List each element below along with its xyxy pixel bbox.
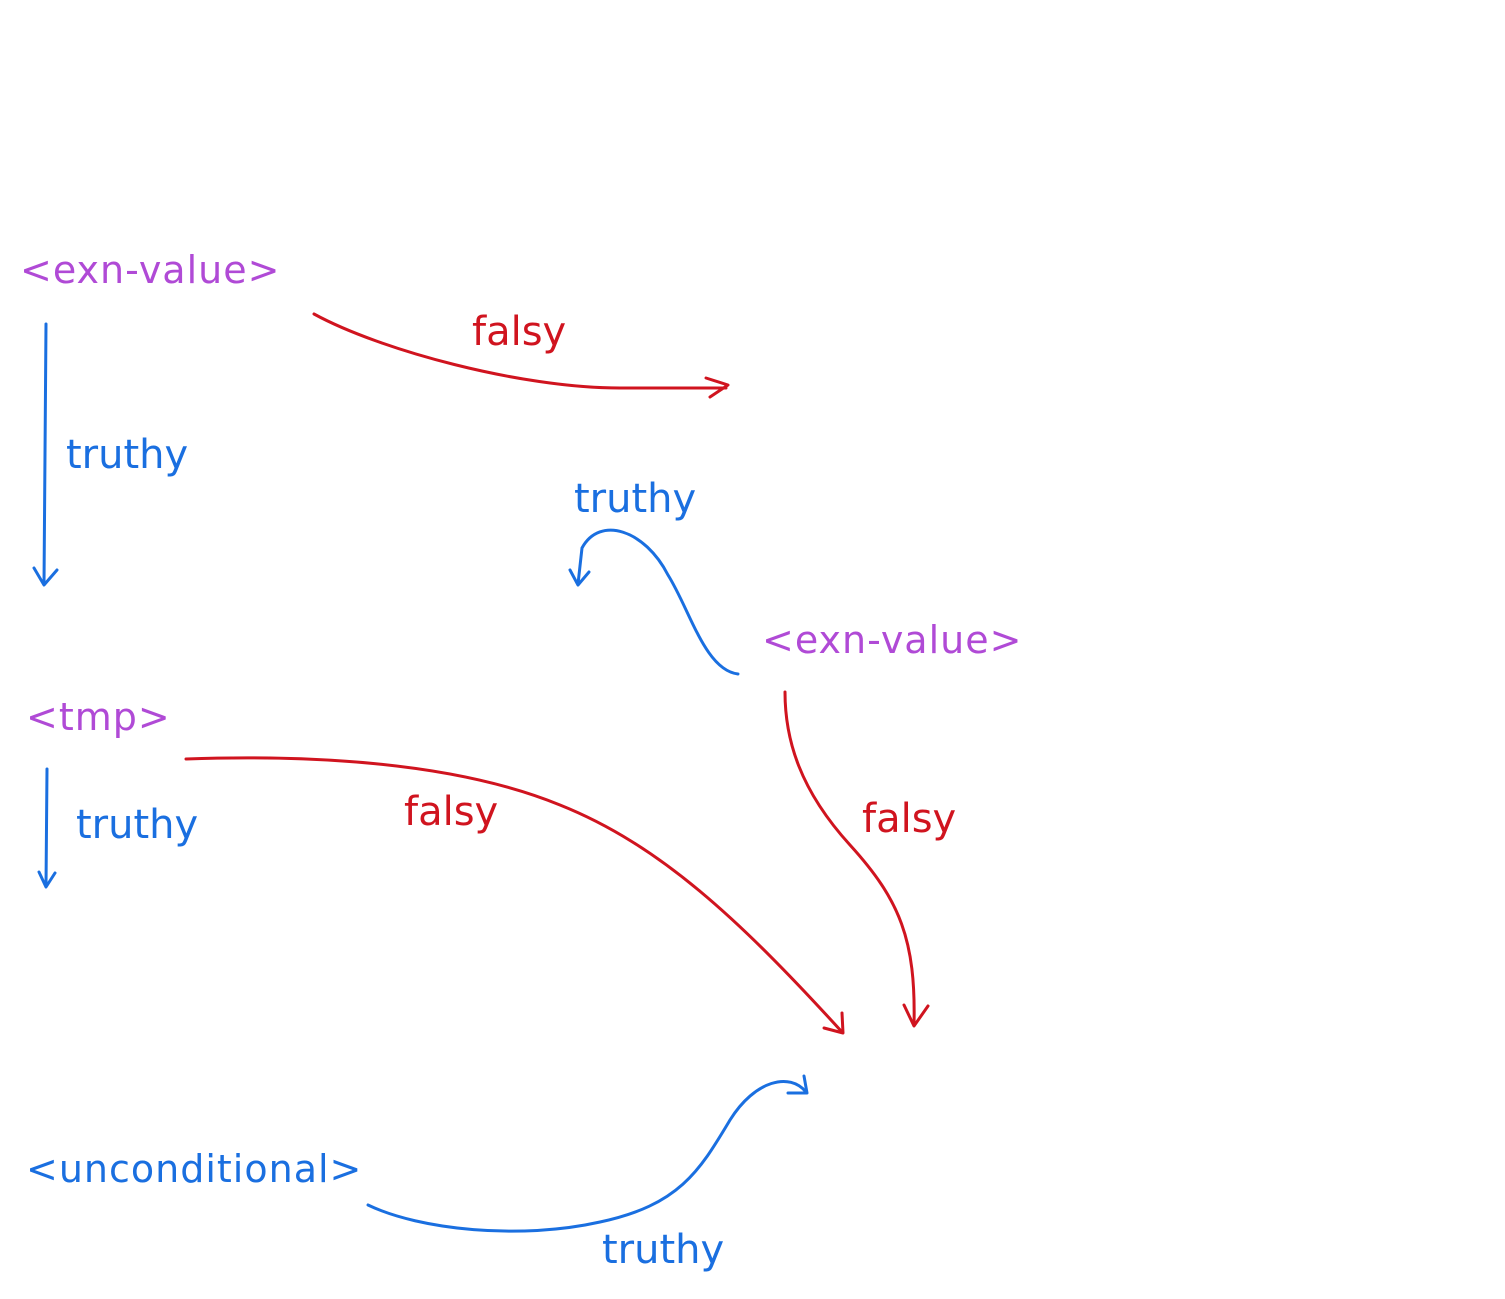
node-unconditional: <unconditional>	[26, 1147, 362, 1191]
edge-label-truthy-loop: truthy	[574, 476, 696, 522]
edge-truthy-bottom	[366, 1074, 809, 1233]
edge-label-falsy-mid-right: falsy	[862, 796, 956, 842]
node-exn-value-top: <exn-value>	[20, 248, 280, 292]
edge-falsy-mid-right	[783, 690, 930, 1028]
edge-label-truthy-tmp: truthy	[76, 802, 198, 848]
edge-label-falsy-tmp: falsy	[404, 789, 498, 835]
edge-truthy-left-top	[32, 322, 59, 587]
node-tmp: <tmp>	[26, 695, 171, 739]
edge-truthy-tmp	[37, 767, 57, 889]
edge-label-truthy-left-top: truthy	[66, 432, 188, 478]
node-exn-value-right: <exn-value>	[762, 618, 1022, 662]
edge-falsy-tmp	[184, 756, 845, 1035]
edge-label-falsy-top: falsy	[472, 309, 566, 355]
edge-falsy-top	[312, 312, 730, 399]
edge-label-truthy-bottom: truthy	[602, 1227, 724, 1273]
edge-truthy-loop	[568, 528, 740, 676]
